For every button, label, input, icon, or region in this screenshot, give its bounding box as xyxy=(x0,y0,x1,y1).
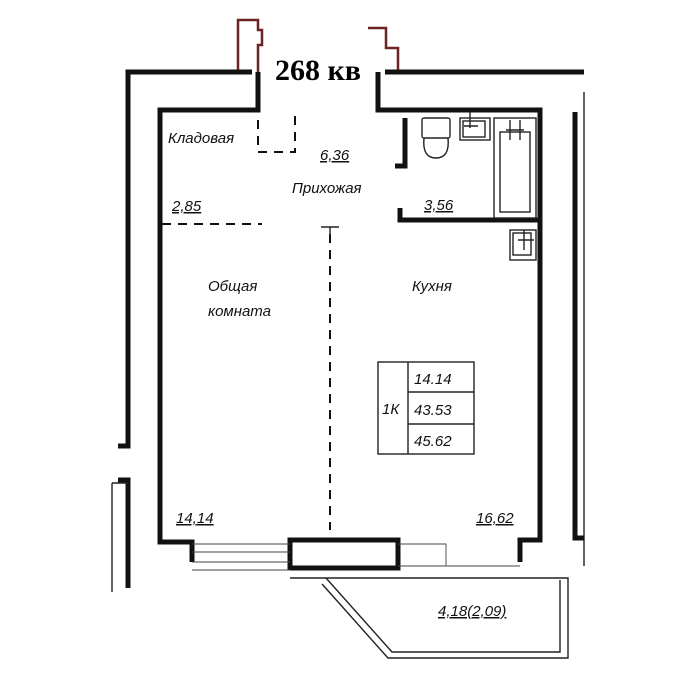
total-with-balcony-value: 45.62 xyxy=(414,433,452,450)
kitchen-area: 16,62 xyxy=(476,510,514,527)
living-room-label-1: Общая xyxy=(208,278,257,295)
bathroom-area: 3,56 xyxy=(424,197,454,214)
hall-area: 6,36 xyxy=(320,147,350,164)
summary-table: 1К 14.14 43.53 45.62 xyxy=(377,361,475,455)
bathtub-icon xyxy=(493,117,537,219)
balcony xyxy=(192,569,569,659)
window-openings xyxy=(192,543,520,567)
outer-walls xyxy=(111,69,585,592)
storage-area: 2,85 xyxy=(171,198,202,215)
apartment-walls xyxy=(157,72,584,571)
apartment-title: 268 кв xyxy=(275,54,361,87)
storage-label: Кладовая xyxy=(168,130,234,147)
hall-label: Прихожая xyxy=(292,180,362,197)
toilet-icon xyxy=(421,117,451,159)
balcony-area: 4,18(2,09) xyxy=(438,603,506,620)
zone-dividers xyxy=(162,110,339,530)
sink-icon xyxy=(459,112,491,141)
total-area-value: 43.53 xyxy=(414,402,452,419)
kitchen-label: Кухня xyxy=(412,278,452,295)
living-room-area: 14,14 xyxy=(176,510,214,527)
living-room-label-2: комната xyxy=(208,303,271,320)
shaft-marks xyxy=(236,18,400,72)
kitchen-sink-icon xyxy=(509,229,537,261)
apartment-type: 1К xyxy=(382,401,400,418)
living-area-value: 14.14 xyxy=(414,371,452,388)
